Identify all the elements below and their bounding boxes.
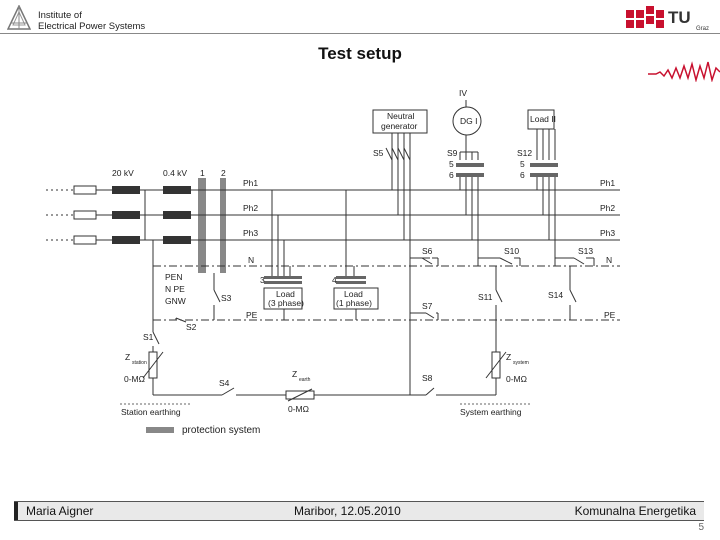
ph3-right-label: Ph3 [600, 228, 615, 238]
institute-logo [7, 5, 31, 30]
s9-6-label: 6 [449, 170, 454, 180]
load3-line-2: (3 phase) [268, 298, 304, 308]
load-ii-box [527, 109, 555, 130]
dg-label: DG I [460, 116, 477, 126]
iv-label: IV [459, 88, 467, 98]
institute-line-1: Institute of [38, 10, 82, 21]
node-3-label: 3 [260, 275, 265, 285]
page-number: 5 [698, 522, 704, 533]
s14-label: S14 [548, 290, 563, 300]
s12-label: S12 [517, 148, 532, 158]
z-system-sub: system [513, 360, 529, 366]
kv04-label: 0.4 kV [163, 168, 187, 178]
node-2-label: 2 [221, 168, 226, 178]
pe-right-label: PE [604, 310, 616, 320]
load1-line-1: Load [344, 289, 363, 299]
node-1-label: 1 [200, 168, 205, 178]
s11-label: S11 [478, 292, 493, 302]
neutral-generator-box [372, 109, 428, 134]
s10-label: S10 [504, 246, 519, 256]
n-label: N [248, 255, 254, 265]
s3-label: S3 [221, 293, 232, 303]
range-earth-label: 0-MΩ [288, 404, 309, 414]
pen-label: PEN [165, 272, 182, 282]
s13-label: S13 [578, 246, 593, 256]
tu-logo-text: TU [668, 8, 691, 27]
gnw-label: GNW [165, 296, 186, 306]
load3-line-1: Load [276, 289, 295, 299]
s6-label: S6 [422, 246, 433, 256]
ph1-label: Ph1 [243, 178, 258, 188]
station-earthing-label: Station earthing [121, 407, 181, 417]
busbar-2 [220, 178, 226, 273]
npe-label: N PE [165, 284, 185, 294]
s8-label: S8 [422, 373, 433, 383]
footer-course: Komunalna Energetika [574, 504, 696, 518]
range-station-label: 0-MΩ [124, 374, 145, 384]
ph1-right-label: Ph1 [600, 178, 615, 188]
z-station-sub: station [132, 360, 147, 366]
node-4-label: 4 [332, 275, 337, 285]
footer-author: Maria Aigner [26, 504, 94, 518]
institute-name: Institute of Electrical Power Systems [38, 10, 145, 32]
z-system-label: Z [506, 352, 511, 362]
protection-system-legend: protection system [182, 425, 260, 436]
footer-date-place: Maribor, 12.05.2010 [294, 504, 401, 518]
header: Institute of Electrical Power Systems TU… [0, 0, 720, 36]
s7-label: S7 [422, 301, 433, 311]
dg-circle [452, 106, 482, 136]
z-station-label: Z [125, 352, 130, 362]
busbar-1 [198, 178, 206, 273]
z-earth-sub: earth [299, 377, 311, 383]
ph2-right-label: Ph2 [600, 203, 615, 213]
graz-logo-text: Graz [696, 26, 709, 32]
load1-line-2: (1 phase) [336, 298, 372, 308]
n-right-label: N [606, 255, 612, 265]
s4-label: S4 [219, 378, 230, 388]
s12-6-label: 6 [520, 170, 525, 180]
neutral-gen-line-2: generator [381, 121, 418, 131]
footer-bar: Maria Aigner Maribor, 12.05.2010 Komunal… [14, 501, 704, 521]
kv20-label: 20 kV [112, 168, 134, 178]
institute-line-2: Electrical Power Systems [38, 21, 146, 32]
s1-label: S1 [143, 332, 154, 342]
s9-label: S9 [447, 148, 458, 158]
z-earth-label: Z [292, 369, 297, 379]
test-setup-diagram: DG I IV Neutral generator Load II S5 S9 … [46, 88, 620, 436]
tu-graz-logo: TU Graz [626, 6, 709, 32]
system-earthing-label: System earthing [460, 407, 522, 417]
s9-5-label: 5 [449, 159, 454, 169]
header-rule [0, 33, 720, 34]
page-title: Test setup [318, 44, 402, 63]
pe-label: PE [246, 310, 258, 320]
s12-5-label: 5 [520, 159, 525, 169]
neutral-gen-line-1: Neutral [387, 111, 415, 121]
load-ii-label: Load II [530, 114, 556, 124]
footer-accent [14, 502, 18, 520]
protection-system-swatch [146, 427, 174, 433]
range-system-label: 0-MΩ [506, 374, 527, 384]
signal-wave-decoration [648, 61, 720, 82]
s2-label: S2 [186, 322, 197, 332]
ph3-label: Ph3 [243, 228, 258, 238]
ph2-label: Ph2 [243, 203, 258, 213]
load-3-phase-box [263, 287, 303, 310]
s5-label: S5 [373, 148, 384, 158]
